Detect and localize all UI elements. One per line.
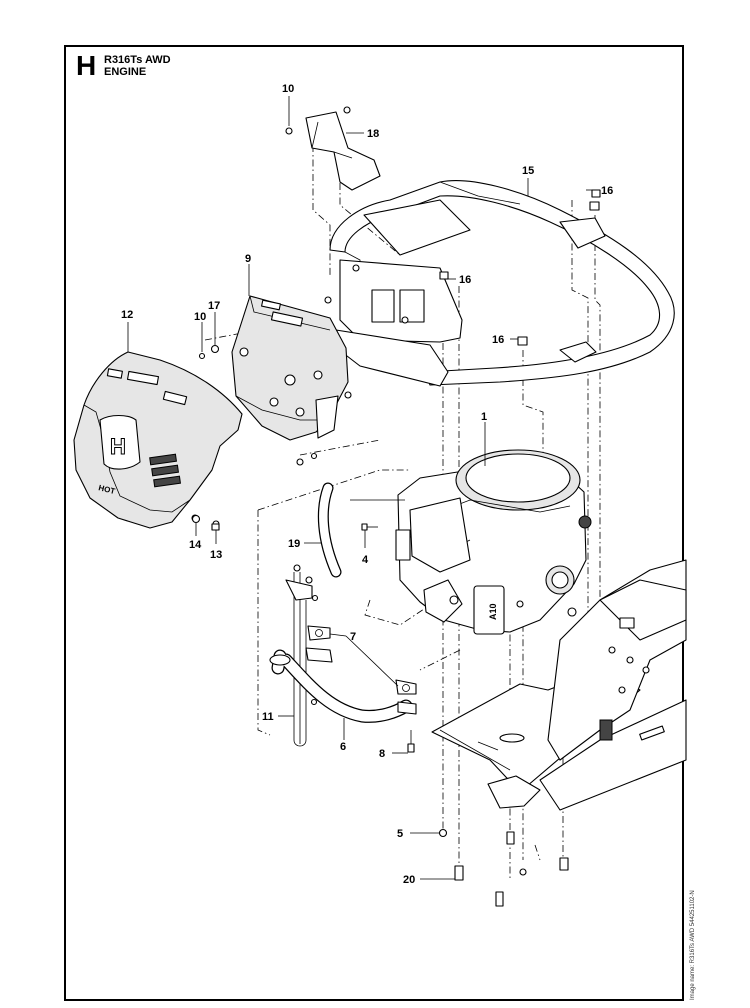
callout-1: 1: [481, 411, 487, 423]
part-19-hose: [317, 482, 342, 578]
part-9-shroud: [231, 295, 352, 466]
callout-19: 19: [288, 538, 300, 550]
part-8-bolt: [407, 730, 415, 753]
part-4-screw: [361, 523, 378, 531]
callout-labels: 1 4 5 6 7 8 9 10 10 11 12 13 14 15 16 16…: [121, 83, 613, 886]
callout-16-low: 16: [492, 334, 504, 346]
part-12-hood: H HOT: [73, 351, 243, 529]
callout-12: 12: [121, 309, 133, 321]
callout-9: 9: [245, 253, 251, 265]
section-letter: H: [76, 50, 97, 81]
part-7-gaskets: [307, 625, 417, 715]
callout-5: 5: [397, 828, 403, 840]
part-6-exhaust-pipe: [269, 647, 413, 723]
callout-20: 20: [403, 874, 415, 886]
callout-16-top: 16: [601, 185, 613, 197]
callout-13: 13: [210, 549, 222, 561]
callout-17: 17: [208, 300, 220, 312]
callout-15: 15: [522, 165, 534, 177]
part-18-bracket: [285, 106, 381, 191]
callout-7: 7: [350, 631, 356, 643]
callout-16-mid: 16: [459, 274, 471, 286]
callout-6: 6: [340, 741, 346, 753]
part-11-dipstick-tube: [285, 564, 319, 747]
hood-emblem: H: [110, 434, 126, 459]
engine-badge: A10: [488, 603, 498, 620]
callout-14: 14: [189, 539, 202, 551]
callout-10-left: 10: [194, 311, 206, 323]
section-title: ENGINE: [104, 66, 147, 78]
engine-mount-plate: [324, 259, 463, 387]
callout-8: 8: [379, 748, 385, 760]
fasteners: [191, 189, 601, 907]
hood-badge: HOT: [98, 483, 117, 496]
chassis-side: [539, 559, 687, 811]
callout-10-top: 10: [282, 83, 294, 95]
callout-4: 4: [362, 554, 369, 566]
callout-11: 11: [262, 711, 274, 723]
page-frame: [64, 45, 684, 1001]
leader-lines: [127, 96, 598, 880]
model-name: R316Ts AWD: [104, 54, 171, 66]
part-1-engine: A10: [395, 449, 592, 635]
callout-18: 18: [367, 128, 379, 140]
